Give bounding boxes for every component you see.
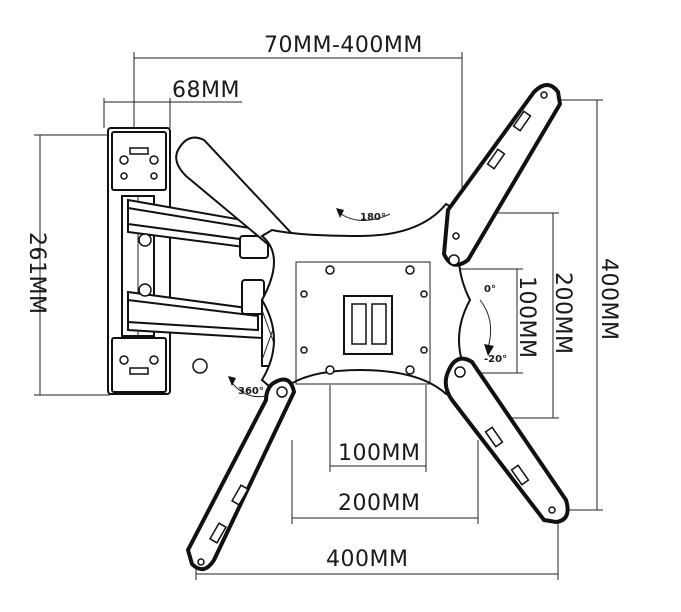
wall-plate [107, 127, 171, 395]
swivel-360-label: 360° [238, 386, 264, 397]
vesa-width-mid-label: 200MM [338, 491, 420, 516]
vesa-height-min-label: 100MM [514, 276, 539, 358]
vesa-rail-bottom-left [185, 377, 297, 572]
vesa-bracket [175, 136, 472, 396]
vesa-width-max-label: 400MM [326, 547, 408, 572]
rotate-180-label: 180° [360, 212, 386, 223]
wall-plate-width-label: 68MM [172, 78, 240, 103]
vesa-height-max-label: 400MM [596, 258, 621, 340]
tilt-down-label: -20° [484, 354, 507, 365]
wall-plate-height-label: 261MM [24, 232, 49, 314]
vesa-rail-bottom-right [443, 356, 570, 525]
tilt-up-label: 0° [484, 284, 496, 295]
vesa-rail-top-right [441, 83, 563, 267]
rotation-indicators [192, 208, 494, 398]
vesa-height-mid-label: 200MM [550, 272, 575, 354]
vesa-width-min-label: 100MM [338, 441, 420, 466]
articulating-arms [127, 198, 281, 367]
arm-extension-label: 70MM-400MM [264, 33, 423, 58]
